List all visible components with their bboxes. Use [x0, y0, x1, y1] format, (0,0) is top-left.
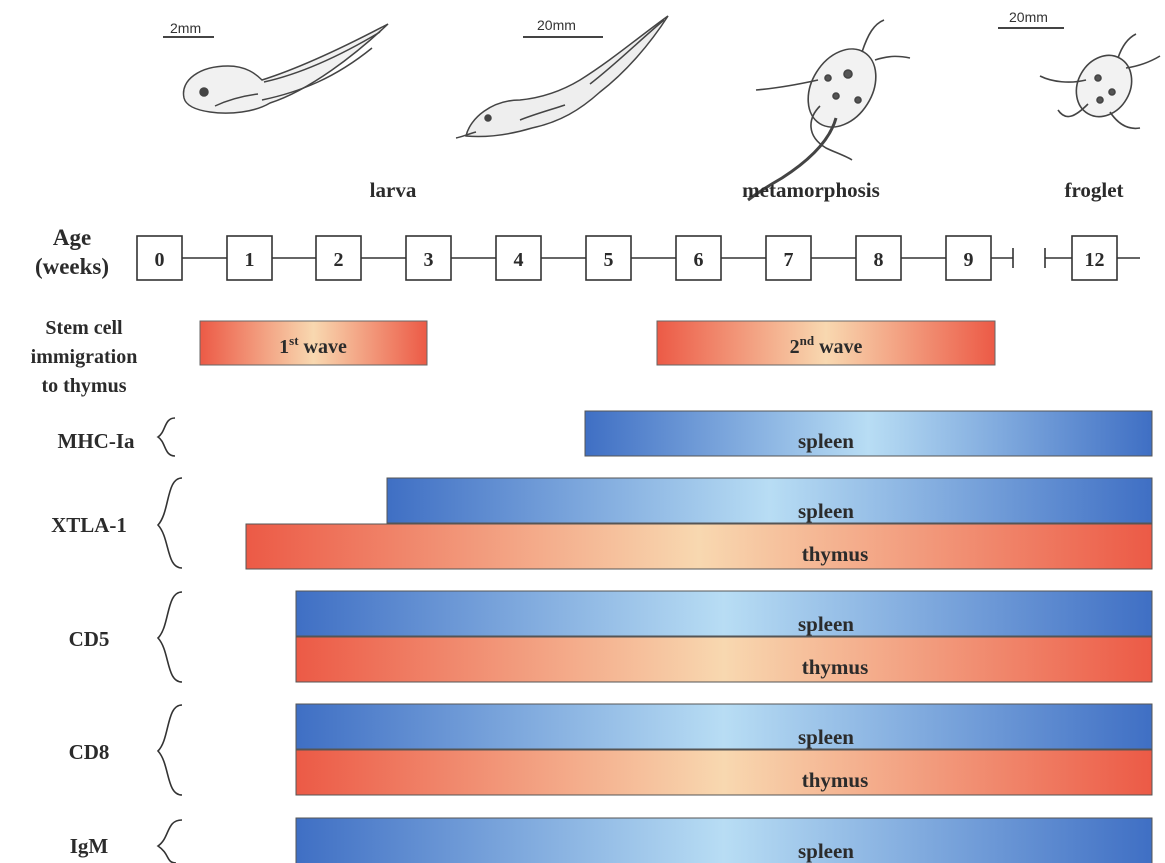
- age-tick-label: 5: [604, 249, 614, 271]
- stage-label-metamorphosis: metamorphosis: [742, 178, 880, 202]
- thymus-bar-label: thymus: [802, 542, 869, 566]
- age-tick-9: 9: [946, 236, 991, 280]
- age-tick-7: 7: [766, 236, 811, 280]
- marker-igm: IgM spleen: [70, 818, 1152, 863]
- marker-label: IgM: [70, 834, 109, 858]
- age-tick-4: 4: [496, 236, 541, 280]
- stem-cell-label-line3: to thymus: [41, 375, 126, 397]
- age-axis-unit: (weeks): [35, 254, 109, 279]
- age-tick-label: 8: [874, 249, 884, 271]
- marker-mhc-ia: MHC-Ia spleen: [58, 411, 1153, 456]
- stem-cell-label-line2: immigration: [31, 346, 138, 368]
- marker-label: MHC-Ia: [58, 429, 135, 453]
- tadpole-late-icon: [456, 16, 668, 138]
- thymus-bar: [296, 637, 1152, 682]
- scale-bar-froglet: 20mm: [998, 9, 1064, 28]
- stage-label-froglet: froglet: [1064, 178, 1123, 202]
- age-tick-label: 9: [964, 249, 974, 271]
- age-tick-label: 7: [784, 249, 794, 271]
- age-axis-label: Age: [53, 225, 91, 250]
- age-tick-6: 6: [676, 236, 721, 280]
- age-tick-2: 2: [316, 236, 361, 280]
- age-tick-8: 8: [856, 236, 901, 280]
- marker-label: XTLA-1: [51, 513, 127, 537]
- metamorphosing-frog-icon: [748, 20, 910, 200]
- spleen-bar-label: spleen: [798, 612, 854, 636]
- age-tick-label: 12: [1085, 249, 1105, 271]
- age-tick-3: 3: [406, 236, 451, 280]
- spleen-bar-label: spleen: [798, 499, 854, 523]
- brace-icon: [158, 705, 182, 795]
- thymus-bar: [246, 524, 1152, 569]
- thymus-bar-label: thymus: [802, 655, 869, 679]
- scale-label-20mm-a: 20mm: [537, 17, 576, 33]
- scale-label-2mm: 2mm: [170, 20, 201, 36]
- spleen-bar-label: spleen: [798, 429, 854, 453]
- spleen-bar-label: spleen: [798, 839, 854, 863]
- age-tick-label: 3: [424, 249, 434, 271]
- thymus-bar: [296, 750, 1152, 795]
- spleen-bar: [296, 704, 1152, 749]
- brace-icon: [158, 478, 182, 568]
- age-tick-label: 2: [334, 249, 344, 271]
- brace-icon: [158, 820, 182, 863]
- brace-icon: [158, 418, 175, 456]
- stage-label-larva: larva: [370, 178, 417, 202]
- thymus-bar-label: thymus: [802, 768, 869, 792]
- spleen-bar: [585, 411, 1152, 456]
- froglet-icon: [1040, 34, 1160, 128]
- scale-bar-tadpole-large: 20mm: [523, 17, 603, 37]
- marker-cd8: CD8 spleen thymus: [69, 704, 1152, 795]
- age-tick-label: 4: [514, 249, 524, 271]
- age-tick-0: 0: [137, 236, 182, 280]
- age-tick-1: 1: [227, 236, 272, 280]
- marker-label: CD8: [69, 740, 110, 764]
- stem-cell-label-line1: Stem cell: [45, 317, 123, 339]
- spleen-bar: [296, 818, 1152, 863]
- marker-cd5: CD5 spleen thymus: [69, 591, 1152, 682]
- spleen-bar-label: spleen: [798, 725, 854, 749]
- age-tick-5: 5: [586, 236, 631, 280]
- marker-xtla-1: XTLA-1 spleen thymus: [51, 478, 1152, 569]
- marker-label: CD5: [69, 627, 110, 651]
- age-tick-12: 12: [1072, 236, 1117, 280]
- age-tick-label: 6: [694, 249, 704, 271]
- brace-icon: [158, 592, 182, 682]
- scale-bar-tadpole-small: 2mm: [163, 20, 214, 37]
- spleen-bar: [387, 478, 1152, 523]
- tadpole-early-icon: [183, 24, 388, 113]
- age-tick-label: 1: [245, 249, 255, 271]
- scale-label-20mm-b: 20mm: [1009, 9, 1048, 25]
- spleen-bar: [296, 591, 1152, 636]
- age-tick-label: 0: [155, 249, 165, 271]
